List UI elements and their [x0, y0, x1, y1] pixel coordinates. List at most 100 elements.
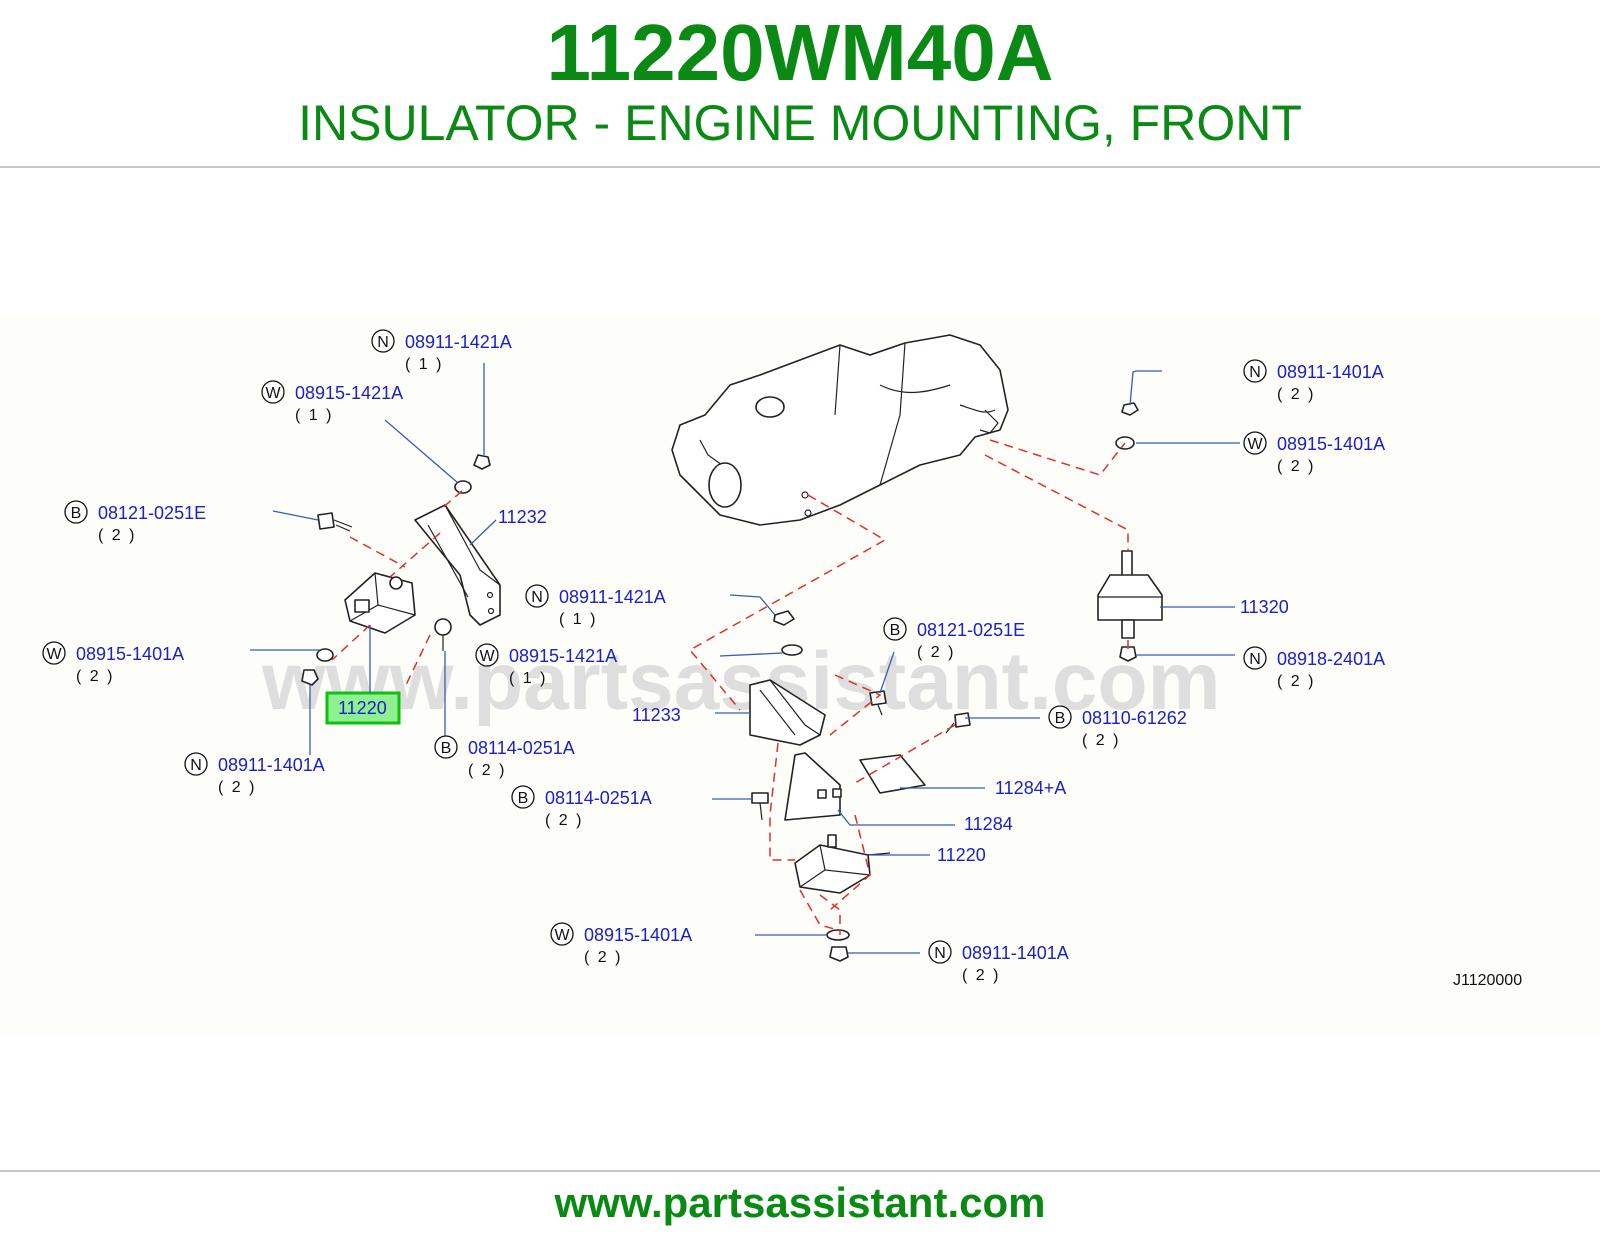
code-letter: W — [554, 927, 570, 944]
code-circle — [1243, 359, 1267, 383]
part-number-label: 08911-1421A — [559, 587, 666, 607]
code-letter: N — [1249, 364, 1261, 381]
callout-c12[interactable]: W 08915-1401A ( 2 ) — [1243, 431, 1385, 475]
part-number-label: 08911-1401A — [962, 943, 1069, 963]
header-divider — [0, 166, 1600, 168]
quantity-label: ( 2 ) — [917, 644, 955, 661]
part-label-11284[interactable]: 11284 — [964, 814, 1013, 834]
code-circle — [1243, 431, 1267, 455]
quantity-label: ( 2 ) — [1082, 732, 1120, 749]
code-circle — [475, 643, 499, 667]
quantity-label: ( 2 ) — [962, 967, 1000, 984]
callout-c11[interactable]: N 08911-1401A ( 2 ) — [1243, 359, 1384, 403]
bracket-11232-drawing — [414, 504, 501, 626]
code-circle — [1243, 646, 1267, 670]
quantity-label: ( 1 ) — [559, 611, 597, 628]
callout-c10[interactable]: B 08114-0251A ( 2 ) — [511, 785, 652, 829]
code-circle — [42, 641, 66, 665]
callout-c8[interactable]: W 08915-1421A ( 1 ) — [475, 643, 617, 687]
part-number-label: 08114-0251A — [545, 788, 652, 808]
part-number-label: 08121-0251E — [917, 620, 1025, 640]
callout-c15[interactable]: W 08915-1401A ( 2 ) — [550, 922, 692, 966]
quantity-label: ( 2 ) — [1277, 458, 1315, 475]
part-label-11233[interactable]: 11233 — [632, 705, 681, 725]
code-letter: W — [479, 648, 495, 665]
callout-c3[interactable]: B 08121-0251E ( 2 ) — [64, 500, 206, 544]
code-letter: W — [46, 646, 62, 663]
callout-c4[interactable]: W 08915-1401A ( 2 ) — [42, 641, 184, 685]
part-label-11220[interactable]: 11220 — [937, 845, 986, 865]
diagram-reference-code: J1120000 — [1453, 972, 1522, 989]
part-number-label: 08918-2401A — [1277, 649, 1385, 669]
part-label-11232[interactable]: 11232 — [498, 507, 547, 527]
code-letter: B — [518, 790, 529, 807]
footer-divider — [0, 1170, 1600, 1172]
part-number-label: 08121-0251E — [98, 503, 206, 523]
washer-nut-left-drawing — [301, 454, 491, 686]
code-circle — [64, 500, 88, 524]
bracket-11284-drawing — [784, 752, 842, 821]
insulator-11320-drawing — [1097, 402, 1163, 662]
code-circle — [550, 922, 574, 946]
part-number-label: 08911-1401A — [218, 755, 325, 775]
footer-site-link[interactable]: www.partsassistant.com — [554, 1179, 1046, 1226]
callout-c9[interactable]: B 08121-0251E ( 2 ) — [883, 617, 1025, 661]
quantity-label: ( 2 ) — [584, 949, 622, 966]
quantity-label: ( 2 ) — [545, 812, 583, 829]
code-letter: N — [190, 757, 202, 774]
callout-c1[interactable]: N 08911-1421A ( 1 ) — [371, 329, 512, 373]
code-circle — [525, 584, 549, 608]
quantity-label: ( 2 ) — [468, 762, 506, 779]
part-number-label: 08110-61262 — [1082, 708, 1187, 728]
quantity-label: ( 2 ) — [98, 527, 136, 544]
bracket-11233-drawing — [749, 679, 826, 746]
code-circle — [928, 940, 952, 964]
part-label-11320[interactable]: 11320 — [1240, 597, 1289, 617]
code-letter: W — [1247, 436, 1263, 453]
callout-c6[interactable]: B 08114-0251A ( 2 ) — [434, 735, 575, 779]
quantity-label: ( 2 ) — [76, 668, 114, 685]
highlighted-part-label[interactable]: 11220 — [338, 698, 387, 718]
code-letter: B — [441, 740, 452, 757]
code-circle — [371, 329, 395, 353]
code-circle — [261, 380, 285, 404]
code-letter: B — [890, 622, 901, 639]
part-number-label: 08911-1401A — [1277, 362, 1384, 382]
part-label-11284a[interactable]: 11284+A — [995, 778, 1066, 798]
code-circle — [184, 752, 208, 776]
code-letter: N — [934, 945, 946, 962]
quantity-label: ( 2 ) — [1277, 386, 1315, 403]
quantity-label: ( 2 ) — [1277, 673, 1315, 690]
assembly-dashed-lines — [331, 439, 1129, 935]
parts-diagram-area: www.partsassistant.com — [0, 315, 1600, 1035]
code-circle — [511, 785, 535, 809]
code-letter: W — [265, 385, 281, 402]
callout-c7[interactable]: N 08911-1421A ( 1 ) — [525, 584, 666, 628]
quantity-label: ( 2 ) — [218, 779, 256, 796]
part-number-label: 08915-1401A — [76, 644, 184, 664]
callout-c13[interactable]: N 08918-2401A ( 2 ) — [1243, 646, 1385, 690]
part-number-label: 08915-1421A — [295, 383, 403, 403]
parts-diagram: www.partsassistant.com — [42, 329, 1522, 989]
part-number-label: 08114-0251A — [468, 738, 575, 758]
code-circle — [434, 735, 458, 759]
quantity-label: ( 1 ) — [295, 407, 333, 424]
plate-11284a-drawing — [859, 754, 926, 794]
callout-c2[interactable]: W 08915-1421A ( 1 ) — [261, 380, 403, 424]
code-letter: N — [1249, 651, 1261, 668]
callout-c5[interactable]: N 08911-1401A ( 2 ) — [184, 752, 325, 796]
code-letter: B — [1055, 710, 1066, 727]
engine-block-drawing — [671, 334, 1009, 526]
code-letter: B — [71, 505, 82, 522]
insulator-11220-center-drawing — [794, 834, 891, 894]
code-circle — [1048, 705, 1072, 729]
part-number-label: 08911-1421A — [405, 332, 512, 352]
callout-c14[interactable]: B 08110-61262 ( 2 ) — [1048, 705, 1187, 749]
code-letter: N — [531, 589, 543, 606]
quantity-label: ( 1 ) — [509, 670, 547, 687]
bolt-left-drawing — [317, 512, 353, 532]
part-number-title: 11220WM40A — [546, 8, 1054, 97]
insulator-11220-left-drawing — [344, 572, 416, 634]
callout-c16[interactable]: N 08911-1401A ( 2 ) — [928, 940, 1069, 984]
quantity-label: ( 1 ) — [405, 356, 443, 373]
